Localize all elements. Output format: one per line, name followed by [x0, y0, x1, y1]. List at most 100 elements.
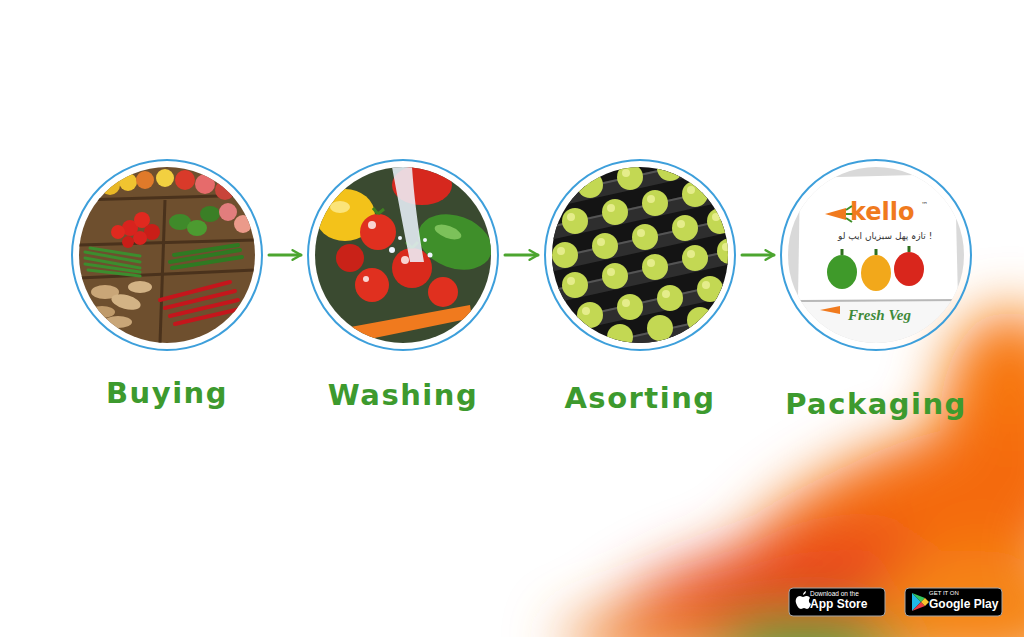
illustration-part [607, 268, 615, 276]
illustration-part [428, 253, 433, 258]
illustration-part [156, 169, 174, 187]
illustration-part [582, 307, 590, 315]
illustration-part [712, 213, 720, 221]
illustration-part [582, 177, 590, 185]
packaging-photo [788, 167, 964, 345]
illustration-part [567, 213, 575, 221]
illustration-part [160, 282, 230, 300]
illustration-part [602, 199, 628, 225]
process-circle: Washing [307, 159, 499, 351]
illustration-part [545, 154, 735, 356]
illustration-part [172, 257, 242, 268]
illustration-part [798, 300, 962, 345]
flow-arrow [269, 254, 301, 257]
illustration-part [894, 252, 924, 286]
step-label: Packaging [785, 385, 967, 423]
illustration-part [79, 167, 255, 343]
illustration-part [597, 238, 605, 246]
illustration-part [355, 268, 389, 302]
illustration-part [336, 244, 364, 272]
illustration-part [861, 255, 891, 291]
illustration-part [160, 282, 240, 324]
illustration-part [89, 306, 115, 318]
illustration-part [682, 181, 708, 207]
flow-arrow [505, 254, 538, 257]
illustration-part [622, 169, 630, 177]
illustration-part [637, 229, 645, 237]
illustration-part [642, 254, 668, 280]
illustration-part [672, 215, 698, 241]
illustration-part [602, 263, 628, 289]
washing-photo [315, 165, 500, 343]
illustration-part [798, 300, 962, 301]
illustration-part [567, 277, 575, 285]
illustration-part [330, 201, 350, 213]
illustration-part [687, 250, 695, 258]
step-label: Washing [328, 376, 478, 414]
illustration-part [428, 277, 458, 307]
illustration-part [707, 208, 733, 234]
illustration-part [79, 270, 255, 278]
illustration-part [697, 276, 723, 302]
illustration-part [647, 315, 673, 341]
illustration-part [825, 208, 846, 220]
illustration-part [88, 270, 140, 276]
illustration-part [617, 294, 643, 320]
illustration-part [200, 206, 220, 222]
color-splash [560, 310, 1024, 637]
illustration-part [560, 615, 740, 637]
illustration-part [789, 588, 885, 616]
illustration-part [175, 170, 195, 190]
illustration-part [219, 203, 237, 221]
illustration-part [622, 299, 630, 307]
illustration-part [368, 221, 376, 229]
illustration-part [100, 175, 120, 195]
illustration-part [170, 245, 242, 268]
brand-logo-text: kello [850, 199, 915, 225]
illustration-part [682, 245, 708, 271]
illustration-part [90, 248, 140, 256]
illustration-part [577, 172, 603, 198]
illustration-part [545, 160, 735, 362]
illustration-part [717, 238, 743, 264]
illustration-part [398, 236, 402, 240]
illustration-part [79, 195, 255, 343]
illustration-part [647, 195, 655, 203]
illustration-part [545, 320, 735, 362]
illustration-part [187, 220, 207, 236]
illustration-part [905, 588, 1002, 616]
illustration-part [798, 174, 958, 300]
illustration-part [545, 160, 735, 202]
illustration-part [423, 238, 427, 242]
illustration-part [647, 259, 655, 267]
illustration-part [722, 243, 730, 251]
illustration-part [687, 186, 695, 194]
sorting-photo [545, 154, 743, 362]
illustration-part [389, 247, 395, 253]
illustration-part [111, 225, 125, 239]
illustration-part [662, 290, 670, 298]
illustration-part [921, 598, 929, 606]
illustration-part [552, 242, 578, 268]
illustration-part [687, 307, 713, 333]
illustration-part [136, 171, 154, 189]
box-print: Fresh Veg [848, 307, 911, 324]
illustration-part [165, 291, 235, 308]
illustration-part [122, 236, 134, 248]
badge-caption: GET IT ON [929, 590, 959, 597]
illustration-part [557, 247, 565, 255]
illustration-part [607, 324, 633, 350]
step-label: Asorting [564, 379, 715, 417]
process-circle: Asorting [544, 159, 736, 351]
illustration-part [160, 200, 165, 343]
illustration-part [562, 272, 588, 298]
illustration-part [677, 220, 685, 228]
illustration-part [557, 160, 730, 315]
illustration-part [345, 305, 472, 343]
illustration-part [657, 155, 683, 181]
illustration-part [110, 291, 143, 312]
illustration-part [662, 160, 670, 168]
illustration-part [577, 302, 603, 328]
